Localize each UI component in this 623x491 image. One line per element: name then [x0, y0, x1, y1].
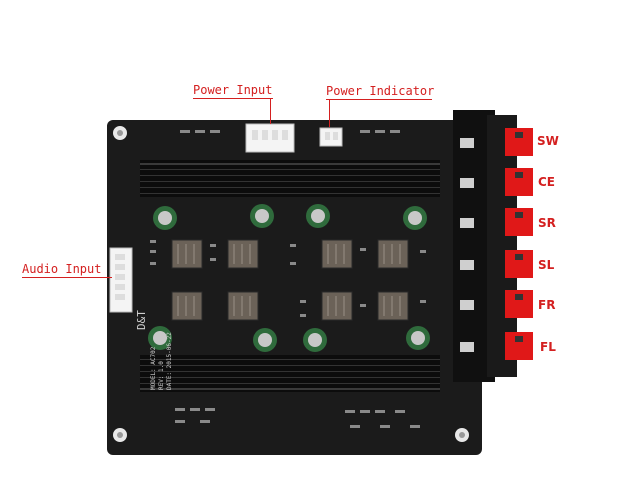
speaker-terminal-block: [453, 110, 533, 382]
capacitor: [306, 204, 330, 228]
power-indicator-connector: [319, 127, 343, 147]
speaker-label-sw: SW: [537, 134, 559, 148]
heatsink-top: [140, 160, 440, 197]
board-date: DATE: 2015-06-22: [166, 332, 173, 390]
speaker-label-fl: FL: [540, 340, 556, 354]
power-indicator-label: Power Indicator: [326, 84, 435, 98]
capacitor: [406, 326, 430, 350]
power-indicator-underline: [326, 99, 432, 100]
audio-input-label: Audio Input: [22, 262, 102, 276]
power-input-connector: [245, 123, 295, 153]
capacitor: [148, 326, 172, 350]
inductor: [377, 291, 409, 321]
audio-input-connector: [109, 247, 133, 313]
inductor: [171, 239, 203, 269]
inductor: [321, 239, 353, 269]
capacitor: [250, 204, 274, 228]
power-input-underline: [193, 98, 273, 99]
audio-input-underline: [22, 277, 112, 278]
speaker-label-sr: SR: [538, 216, 556, 230]
board-model: MODEL: AC702: [150, 346, 157, 390]
heatsink-bottom: [140, 355, 440, 392]
inductor: [227, 239, 259, 269]
power-input-label: Power Input: [193, 83, 273, 97]
board-revision: REV: 1.0: [158, 361, 165, 390]
speaker-label-ce: CE: [538, 175, 556, 189]
capacitor: [253, 328, 277, 352]
inductor: [321, 291, 353, 321]
speaker-label-fr: FR: [538, 298, 556, 312]
power-indicator-leader: [329, 99, 330, 127]
inductor: [171, 291, 203, 321]
capacitor: [153, 206, 177, 230]
board-brand: D&T: [135, 310, 148, 330]
power-input-leader: [270, 98, 271, 124]
board-silkscreen: D&T MODEL: AC702 REV: 1.0 DATE: 2015-06-…: [135, 310, 173, 390]
speaker-label-sl: SL: [538, 258, 555, 272]
inductor: [377, 239, 409, 269]
capacitor: [403, 206, 427, 230]
capacitor: [303, 328, 327, 352]
inductor: [227, 291, 259, 321]
